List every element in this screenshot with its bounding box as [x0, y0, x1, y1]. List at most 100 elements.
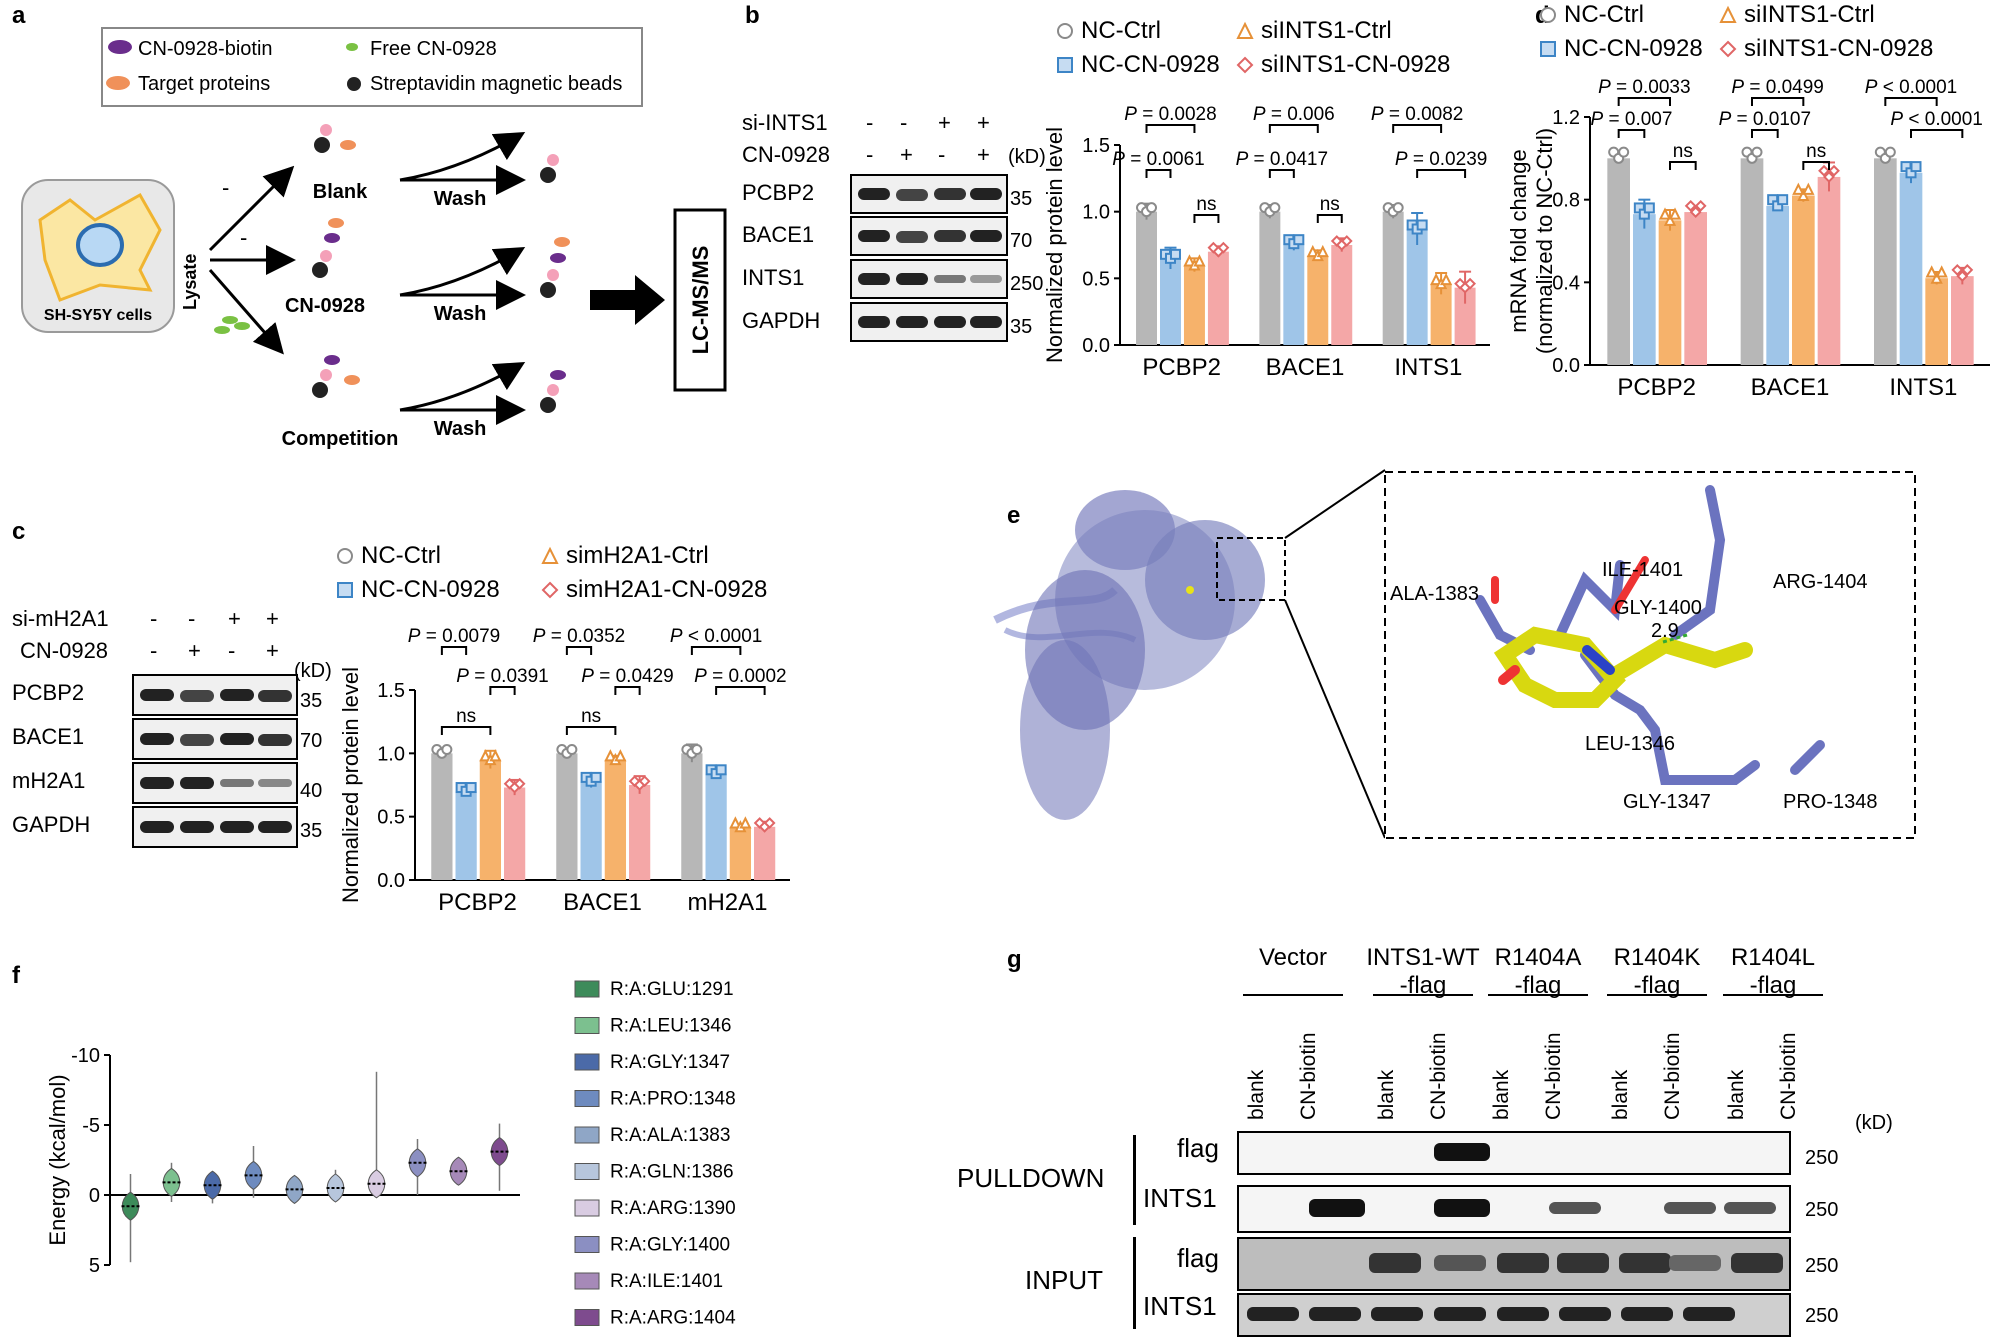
data-point [1751, 146, 1763, 158]
group-label: Vector [1259, 944, 1327, 971]
data-point [1464, 277, 1476, 290]
significance-label: P = 0.0417 [1236, 149, 1328, 170]
data-point [1694, 199, 1707, 212]
data-point [1416, 219, 1428, 231]
panel-e-structure: ILE-1401 ARG-1404 ALA-1383 GLY-1400 LEU-… [993, 469, 1916, 839]
y-tick-label: -10 [71, 1045, 100, 1067]
arm-blank: Blank [313, 181, 368, 203]
legend-1: Free CN-0928 [370, 38, 497, 60]
wash-2: Wash [434, 303, 487, 325]
lane-label: blank [1245, 1069, 1268, 1120]
data-point [1802, 182, 1815, 195]
y-tick-label: 0.4 [1552, 272, 1580, 294]
legend-swatch [574, 1309, 600, 1326]
data-point [691, 744, 703, 756]
bar [1382, 211, 1404, 345]
lane-label: blank [1609, 1069, 1632, 1120]
violin-body [449, 1156, 468, 1186]
violin-body [326, 1173, 345, 1203]
bar [1406, 229, 1428, 345]
y-tick-label: 1.0 [1082, 202, 1110, 224]
bar [455, 791, 477, 880]
data-point [1439, 272, 1453, 286]
bar [431, 753, 453, 880]
x-tick-label: BACE1 [1266, 354, 1345, 381]
significance-label: ns [1673, 141, 1693, 162]
row-label-si: si-INTS1 [742, 110, 828, 135]
legend-label: R:A:GLN:1386 [610, 1162, 734, 1183]
y-tick-label: -5 [82, 1115, 100, 1137]
bar [1207, 251, 1229, 345]
y-tick-label: 1.2 [1552, 107, 1580, 129]
x-tick-label: BACE1 [1751, 374, 1830, 401]
violin-body [121, 1191, 140, 1221]
significance-label: ns [1320, 194, 1340, 215]
legend-swatch [574, 980, 600, 998]
blot-c-mh2a1 [132, 762, 298, 804]
svg-text:GLY-1400: GLY-1400 [1614, 597, 1702, 619]
data-point [479, 749, 492, 762]
significance-bracket [690, 646, 742, 655]
legend-marker [541, 581, 559, 599]
x-tick-label: INTS1 [1889, 374, 1957, 401]
violin-body [244, 1160, 263, 1190]
legend-label: R:A:ALA:1383 [610, 1125, 730, 1146]
legend-swatch [574, 1017, 600, 1034]
legend-label: R:A:ARG:1390 [610, 1198, 736, 1219]
legend-swatch [574, 1053, 600, 1071]
significance-label: ns [1806, 141, 1826, 162]
significance-label: P = 0.0079 [408, 626, 500, 647]
bar [1684, 212, 1707, 365]
legend-label: R:A:ARG:1404 [610, 1308, 736, 1329]
data-point [1643, 202, 1655, 214]
data-point [441, 744, 453, 756]
significance-bracket [1617, 97, 1671, 106]
violin-body [203, 1170, 222, 1200]
data-point [1910, 161, 1922, 173]
y-tick-label: 0.0 [1552, 355, 1580, 377]
svg-text:ARG-1404: ARG-1404 [1773, 571, 1868, 593]
bar [1454, 287, 1476, 345]
legend-swatch [574, 1272, 600, 1290]
x-tick-label: mH2A1 [687, 889, 767, 916]
significance-bracket [1193, 214, 1220, 223]
bar [1740, 158, 1764, 365]
significance-bracket [1145, 124, 1196, 133]
legend-label: NC-Ctrl [1564, 1, 1644, 28]
bar [1658, 220, 1682, 365]
significance-bracket [440, 726, 492, 735]
y-axis-label: mRNA fold change(normalized to NC-Ctrl) [1506, 128, 1557, 354]
legend-marker [337, 548, 353, 564]
significance-bracket [1268, 169, 1295, 178]
bar [1307, 255, 1329, 345]
significance-label: P = 0.0239 [1395, 149, 1487, 170]
blot-b-ints1 [850, 259, 1008, 299]
blot-c-gapdh [132, 806, 298, 848]
panel-label-b: b [745, 2, 760, 29]
bead-icon [347, 77, 361, 91]
bar [556, 753, 578, 880]
legend-label: siINTS1-CN-0928 [1744, 35, 1933, 62]
group-label: INTS1-WT [1366, 944, 1480, 971]
panel-label-f: f [12, 962, 20, 989]
data-point [1823, 171, 1835, 183]
lane-label: CN-biotin [1542, 1032, 1565, 1120]
data-point [604, 749, 617, 762]
y-tick-label: 0 [89, 1185, 100, 1207]
significance-bracket [565, 726, 617, 735]
y-tick-label: 5 [89, 1255, 100, 1277]
violin-body [285, 1174, 304, 1204]
legend-2: Target proteins [138, 73, 270, 95]
minus-1: - [222, 175, 229, 200]
bar [1874, 158, 1897, 365]
data-point [763, 817, 776, 829]
legend-label: siINTS1-CN-0928 [1261, 51, 1450, 78]
data-point [1828, 164, 1840, 177]
lcms-box [673, 208, 727, 392]
significance-label: P < 0.0001 [670, 626, 762, 647]
data-point [1392, 202, 1404, 214]
x-tick-label: PCBP2 [438, 889, 517, 916]
bar [681, 753, 703, 880]
